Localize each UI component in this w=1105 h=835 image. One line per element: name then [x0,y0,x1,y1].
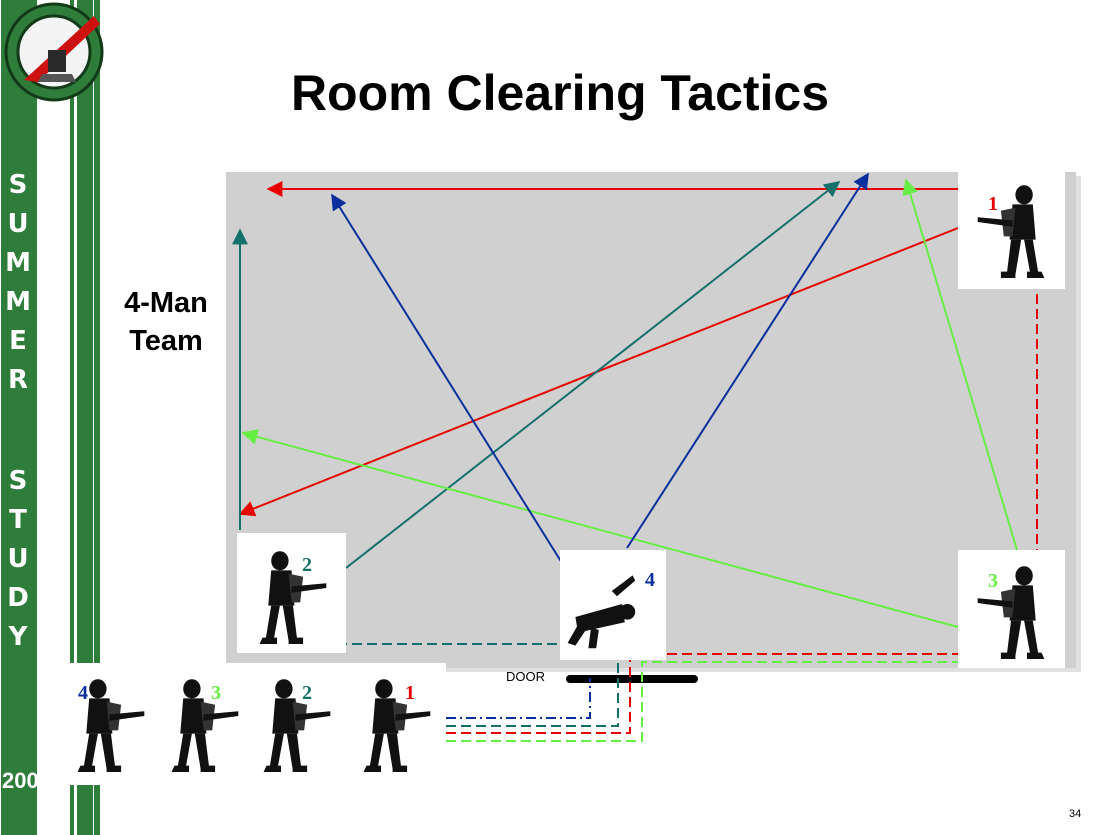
unit-seal-icon [4,2,104,102]
stack-soldier-2: 2 [263,679,331,772]
soldier-number-4: 4 [645,569,655,591]
sidebar-letter: U [7,544,29,574]
stack-soldier-1: 1 [363,679,431,772]
entry-path-soldier-2 [346,643,619,727]
sidebar-letter: S [8,170,28,200]
stack-number-1: 1 [405,682,415,704]
soldier-4-position: 4 [560,550,666,660]
fire-arrow-soldier-4 [331,193,563,564]
page-number: 34 [1069,808,1082,820]
sidebar-letter: Y [8,622,28,652]
sidebar-letter: M [5,248,31,278]
soldier-3-position: 3 [958,550,1065,668]
sidebar: S U M M E R S T U D Y 2001 [0,0,107,835]
sidebar-letter: E [9,326,27,356]
stack-number-2: 2 [302,682,312,704]
sidebar-letter: D [7,583,29,613]
sidebar-letter: R [7,365,29,395]
fire-arrow-soldier-3 [902,178,1018,551]
stack-soldier-3: 3 [171,679,239,772]
sidebar-letter: S [8,466,28,496]
sidebar-letter: U [7,209,29,239]
entry-path-soldier-4 [446,678,591,719]
year-label: 2001 [2,768,51,793]
team-label: 4-Man Team [124,287,208,357]
stack-soldier-4: 4 [77,679,145,772]
door-label: DOOR [506,669,545,684]
soldier-number-3: 3 [988,570,998,592]
slide-title: Room Clearing Tactics [290,65,830,121]
stack-number-3: 3 [211,682,221,704]
stack-number-4: 4 [78,682,88,704]
soldier-2-position: 2 [237,533,346,653]
soldier-number-1: 1 [988,193,998,215]
sidebar-letter: T [9,505,27,535]
sidebar-letter: M [5,287,31,317]
fire-arrow-soldier-3 [241,429,959,628]
fire-arrow-soldier-4 [626,172,869,549]
soldier-number-2: 2 [302,554,312,576]
entry-path-soldier-3 [446,661,958,742]
fire-arrow-soldier-2 [345,181,841,569]
soldier-1-position: 1 [958,172,1065,289]
